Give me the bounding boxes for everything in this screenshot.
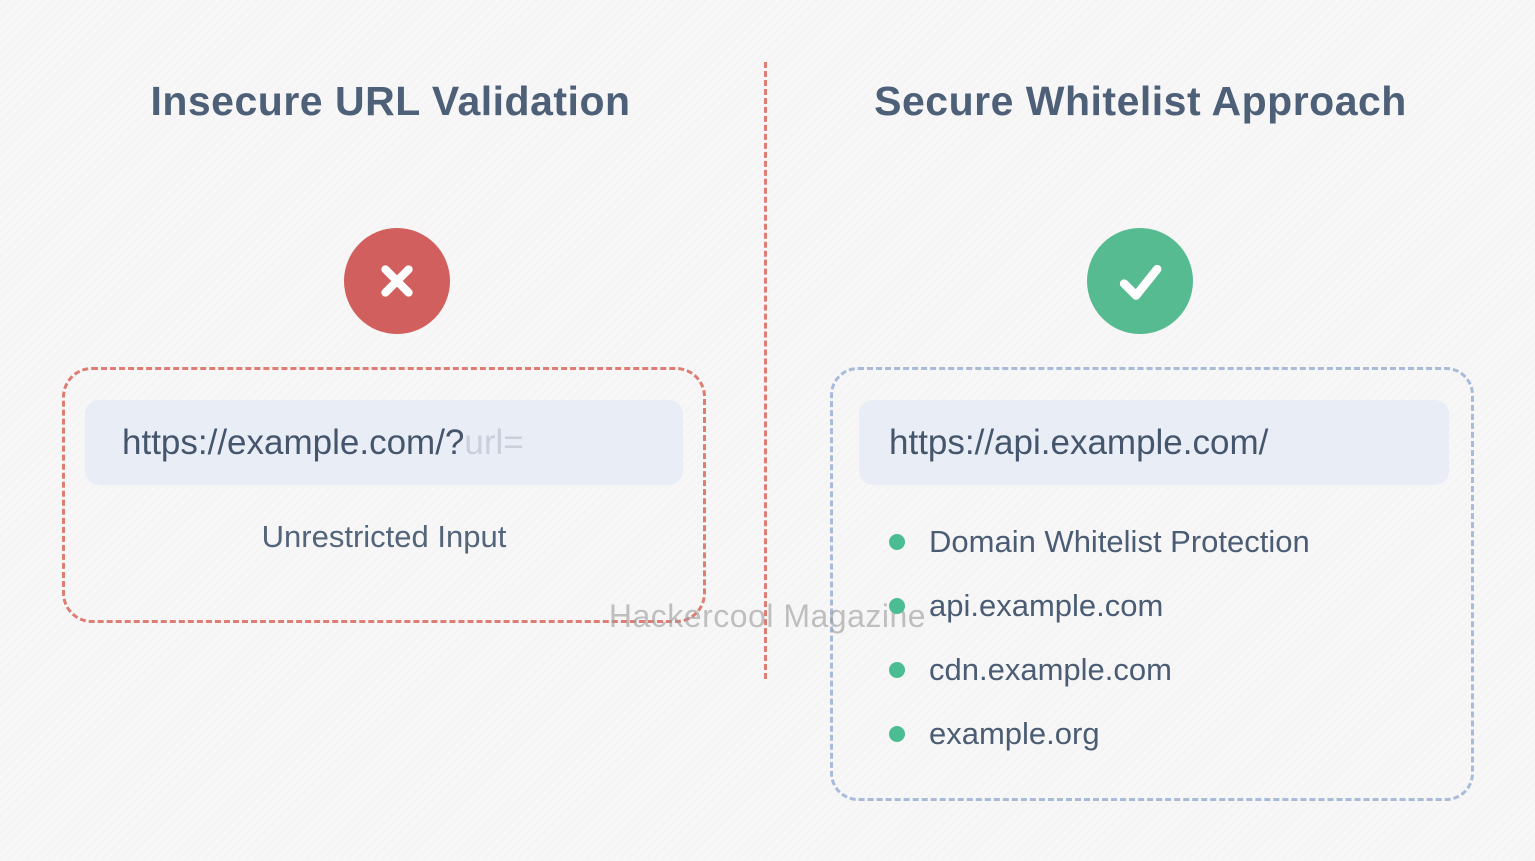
insecure-url-input[interactable]: https://example.com/?url=: [85, 400, 683, 485]
insecure-url-value: https://example.com/?: [122, 422, 465, 462]
whitelist-entry: example.org: [929, 716, 1100, 751]
secure-box: [830, 367, 1474, 801]
bullet-dot-icon: [889, 534, 905, 550]
check-icon: [1119, 264, 1162, 300]
bullet-dot-icon: [889, 726, 905, 742]
whitelist: Domain Whitelist Protection api.example.…: [889, 510, 1310, 766]
bullet-dot-icon: [889, 662, 905, 678]
whitelist-entry: api.example.com: [929, 588, 1164, 623]
success-badge: [1087, 228, 1193, 334]
list-item: cdn.example.com: [889, 638, 1310, 702]
secure-url-value: https://api.example.com/: [889, 422, 1269, 462]
insecure-box: [62, 367, 706, 623]
bullet-dot-icon: [889, 598, 905, 614]
insecure-caption: Unrestricted Input: [261, 519, 507, 554]
center-divider: [764, 62, 767, 679]
error-badge: [344, 228, 450, 334]
secure-url-input[interactable]: https://api.example.com/: [859, 400, 1449, 485]
x-icon: [381, 265, 413, 297]
whitelist-entry: Domain Whitelist Protection: [929, 524, 1310, 559]
list-item: example.org: [889, 702, 1310, 766]
insecure-url-ghost-param: url=: [464, 422, 524, 462]
list-item: api.example.com: [889, 574, 1310, 638]
list-item: Domain Whitelist Protection: [889, 510, 1310, 574]
right-panel-title: Secure Whitelist Approach: [874, 78, 1407, 124]
whitelist-entry: cdn.example.com: [929, 652, 1172, 687]
left-panel-title: Insecure URL Validation: [150, 78, 631, 124]
